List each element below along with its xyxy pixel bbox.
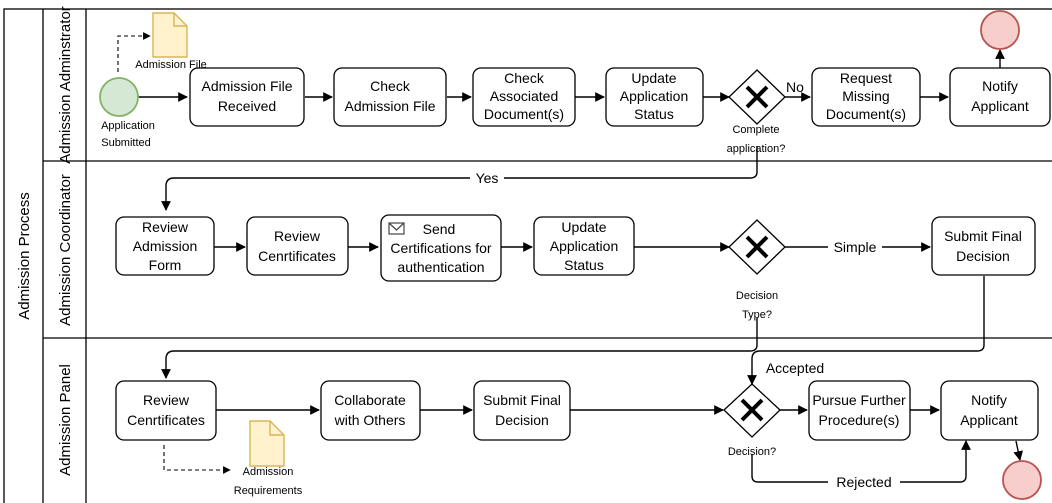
task-label: Notify [982, 78, 1018, 94]
task-review-certificates-2[interactable]: Review Cenrtificates [115, 380, 217, 441]
flow-labels: No Yes Simple Accepted Rejected [470, 79, 900, 490]
data-object-admission-requirements: Admission Requirements [234, 420, 303, 497]
lane-admin-header: Admission Adminstrator [57, 6, 74, 164]
lane-coord-header: Admission Coordinator [57, 174, 74, 326]
flow-gateway-yes [161, 146, 758, 211]
task-label: Cenrtificates [258, 248, 336, 264]
start-event-label-1: Application [101, 120, 155, 132]
task-submit-final-decision-1[interactable]: Submit Final Decision [931, 216, 1036, 276]
end-event-admin [980, 10, 1020, 50]
lane-title-panel: Admission Panel [57, 364, 74, 476]
task-admission-file-received[interactable]: Admission File Received [189, 67, 305, 127]
task-label: Admission File [201, 78, 292, 94]
gateway-label: application? [727, 143, 786, 155]
task-label: Check [504, 70, 545, 86]
gateway-complete-application[interactable]: Complete application? [727, 69, 786, 155]
task-label: Request [840, 70, 892, 86]
task-check-associated-documents[interactable]: Check Associated Document(s) [472, 67, 576, 127]
task-label: Applicant [971, 98, 1029, 114]
task-label: Document(s) [484, 106, 564, 122]
flow-final-to-decision [747, 276, 985, 385]
task-label: Cenrtificates [127, 412, 205, 428]
task-label: Review [143, 392, 190, 408]
lane-title-coord: Admission Coordinator [57, 174, 74, 326]
task-label: Status [634, 106, 674, 122]
gateway-label: Decision? [728, 446, 776, 458]
end-event-panel [1002, 460, 1042, 500]
task-label: Submit Final [944, 228, 1022, 244]
flow-label-simple: Simple [834, 239, 877, 255]
document-icon [152, 12, 188, 58]
task-label: Status [564, 257, 604, 273]
task-label: Procedure(s) [819, 412, 900, 428]
task-label: Collaborate [334, 392, 406, 408]
task-label: Associated [490, 88, 558, 104]
gateway-decision[interactable]: Decision? [723, 383, 781, 458]
task-label: Document(s) [826, 106, 906, 122]
task-update-application-status-1[interactable]: Update Application Status [605, 67, 704, 127]
task-label: Review [142, 219, 189, 235]
flow-label-no: No [786, 79, 804, 95]
data-object-label-1: Admission [243, 466, 294, 478]
exclusive-x-icon [740, 398, 764, 422]
document-icon [249, 420, 285, 467]
task-label: Update [631, 70, 676, 86]
task-label: Check [370, 78, 411, 94]
task-label: Applicant [960, 412, 1018, 428]
data-object-admission-file: Admission File [135, 12, 207, 71]
task-label: Admission [133, 238, 198, 254]
start-event: Application Submitted [99, 77, 155, 149]
data-association-requirements [163, 445, 231, 474]
task-check-admission-file[interactable]: Check Admission File [333, 67, 447, 127]
task-label: authentication [397, 259, 484, 275]
task-review-certificates-1[interactable]: Review Cenrtificates [246, 216, 349, 276]
data-object-label-2: Requirements [234, 485, 303, 497]
task-label: Form [149, 257, 182, 273]
task-submit-final-decision-2[interactable]: Submit Final Decision [473, 380, 571, 441]
gateway-decision-type[interactable]: Decision Type? [728, 219, 786, 321]
task-update-application-status-2[interactable]: Update Application Status [533, 216, 635, 276]
task-label: Application [550, 238, 619, 254]
exclusive-x-icon [745, 85, 769, 109]
task-label: Received [218, 98, 276, 114]
lane-title-admin: Admission Adminstrator [57, 6, 74, 164]
data-association-file [117, 32, 151, 72]
task-label: Review [274, 228, 321, 244]
pool-title: Admission Process [16, 192, 33, 320]
lane-panel-header: Admission Panel [57, 364, 74, 476]
exclusive-x-icon [745, 235, 769, 259]
task-review-admission-form[interactable]: Review Admission Form [115, 216, 215, 276]
flow-label-rejected: Rejected [836, 474, 891, 490]
task-label: Send [423, 221, 456, 237]
start-event-circle [99, 77, 139, 117]
task-label: with Others [334, 412, 406, 428]
flow-notify2-to-end [1013, 440, 1023, 461]
flow-decisiontype-to-review [161, 318, 758, 379]
task-label: Admission File [344, 98, 435, 114]
task-label: Update [561, 219, 606, 235]
task-label: Decision [495, 412, 549, 428]
task-pursue-further-procedures[interactable]: Pursue Further Procedure(s) [808, 380, 911, 441]
task-label: Pursue Further [812, 392, 906, 408]
task-label: Certifications for [390, 240, 491, 256]
task-notify-applicant-2[interactable]: Notify Applicant [940, 380, 1039, 441]
task-label: Missing [842, 88, 889, 104]
task-label: Decision [956, 248, 1010, 264]
task-request-missing-documents[interactable]: Request Missing Document(s) [811, 67, 921, 127]
task-label: Submit Final [483, 392, 561, 408]
gateway-label: Decision [736, 290, 778, 302]
task-notify-applicant-1[interactable]: Notify Applicant [949, 67, 1051, 127]
envelope-icon [388, 222, 405, 235]
task-collaborate-with-others[interactable]: Collaborate with Others [320, 380, 421, 441]
task-label: Application [620, 88, 689, 104]
gateway-label: Type? [742, 309, 772, 321]
data-object-label: Admission File [135, 59, 207, 71]
task-send-certifications[interactable]: Send Certifications for authentication [380, 214, 502, 282]
gateway-label: Complete [732, 124, 779, 136]
start-event-label-2: Submitted [101, 137, 151, 149]
flow-label-accepted: Accepted [766, 360, 824, 376]
task-label: Notify [971, 392, 1007, 408]
flow-label-yes: Yes [476, 170, 499, 186]
